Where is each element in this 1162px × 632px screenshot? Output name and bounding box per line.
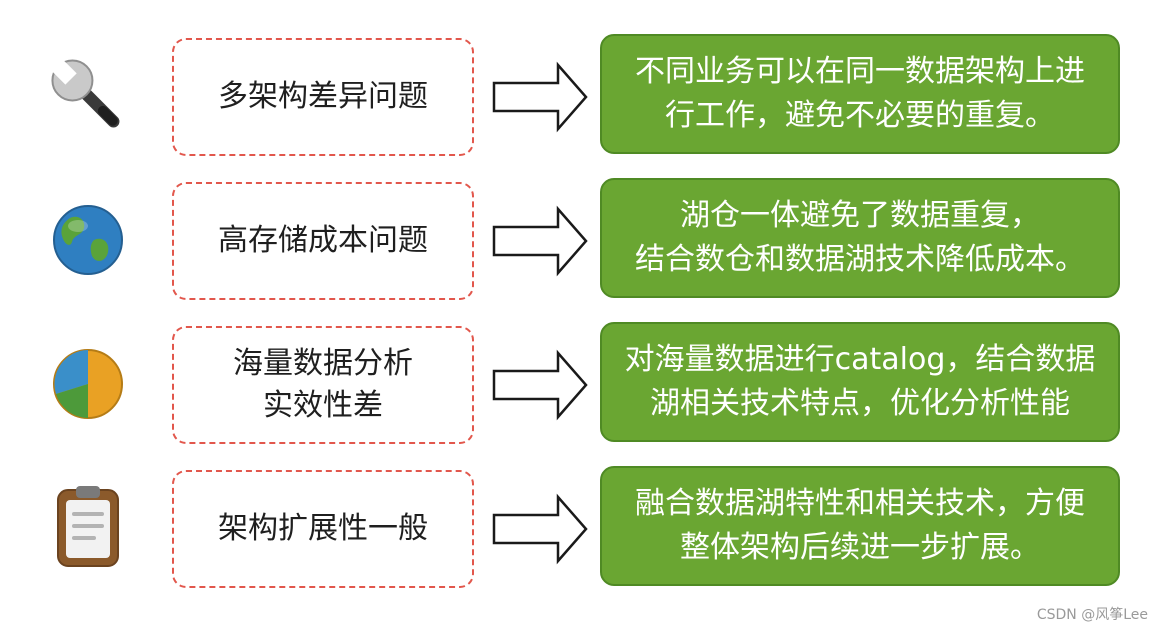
row-4: 架构扩展性一般 融合数据湖特性和相关技术，方便 整体架构后续进一步扩展。 — [0, 462, 1162, 592]
solution-text-2: 湖仓一体避免了数据重复， 结合数仓和数据湖技术降低成本。 — [635, 198, 1085, 277]
solution-box-2: 湖仓一体避免了数据重复， 结合数仓和数据湖技术降低成本。 — [600, 178, 1120, 298]
arrow-icon — [492, 205, 588, 277]
row-3: 海量数据分析 实效性差 对海量数据进行catalog，结合数据 湖相关技术特点，… — [0, 318, 1162, 448]
problem-text-2: 高存储成本问题 — [218, 223, 428, 258]
clipboard-icon — [40, 478, 136, 574]
arrow-icon — [492, 61, 588, 133]
watermark: CSDN @风筝Lee — [1036, 607, 1148, 623]
problem-text-1: 多架构差异问题 — [218, 79, 428, 114]
row-1: 多架构差异问题 不同业务可以在同一数据架构上进 行工作，避免不必要的重复。 — [0, 30, 1162, 160]
wrench-icon — [40, 48, 136, 144]
solution-box-1: 不同业务可以在同一数据架构上进 行工作，避免不必要的重复。 — [600, 34, 1120, 154]
solution-text-3: 对海量数据进行catalog，结合数据 湖相关技术特点，优化分析性能 — [624, 342, 1096, 421]
problem-text-4: 架构扩展性一般 — [218, 511, 428, 546]
solution-box-3: 对海量数据进行catalog，结合数据 湖相关技术特点，优化分析性能 — [600, 322, 1120, 442]
solution-text-4: 融合数据湖特性和相关技术，方便 整体架构后续进一步扩展。 — [635, 486, 1085, 565]
row-2: 高存储成本问题 湖仓一体避免了数据重复， 结合数仓和数据湖技术降低成本。 — [0, 174, 1162, 304]
solution-box-4: 融合数据湖特性和相关技术，方便 整体架构后续进一步扩展。 — [600, 466, 1120, 586]
pie-chart-icon — [40, 336, 136, 432]
arrow-icon — [492, 493, 588, 565]
solution-text-1: 不同业务可以在同一数据架构上进 行工作，避免不必要的重复。 — [635, 54, 1085, 133]
problem-box-1: 多架构差异问题 — [172, 38, 474, 156]
problem-box-3: 海量数据分析 实效性差 — [172, 326, 474, 444]
problem-box-4: 架构扩展性一般 — [172, 470, 474, 588]
globe-icon — [40, 192, 136, 288]
problem-text-3: 海量数据分析 实效性差 — [233, 346, 413, 423]
problem-box-2: 高存储成本问题 — [172, 182, 474, 300]
arrow-icon — [492, 349, 588, 421]
